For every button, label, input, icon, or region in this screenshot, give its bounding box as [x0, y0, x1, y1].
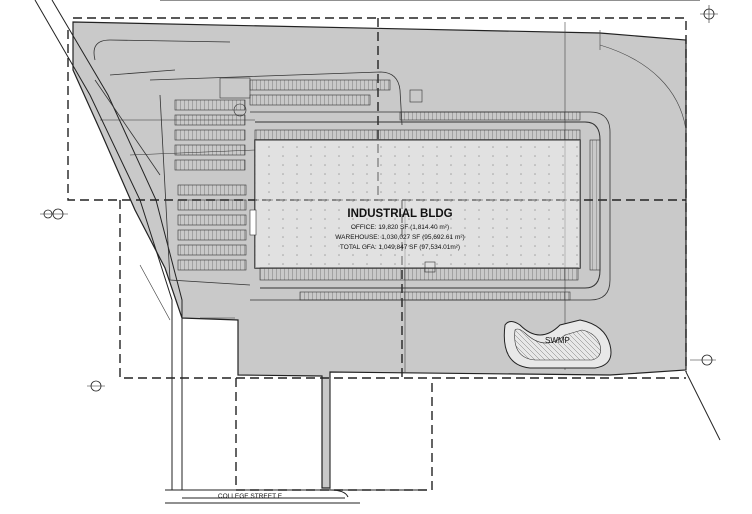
survey-marker-ticks	[40, 5, 718, 387]
loading-dock-south	[259, 267, 579, 281]
utility-marks	[100, 77, 436, 321]
building-fill	[255, 140, 580, 268]
building-office-area: OFFICE: 19,820 SF (1,814.40 m²)	[351, 224, 449, 231]
swm-pond-inner	[514, 328, 601, 361]
college-street	[165, 489, 360, 504]
east-road-edge	[685, 371, 721, 441]
swm-pond-label: SWMP	[545, 336, 570, 345]
building-warehouse-area: WAREHOUSE: 1,030,027 SF (95,692.61 m²)	[335, 234, 464, 241]
building-title: INDUSTRIAL BLDG	[347, 208, 452, 220]
trailer-parking-east	[589, 139, 601, 271]
building-total-gfa: TOTAL GFA: 1,049,847 SF (97,534.01m²)	[340, 244, 460, 251]
truck-drive-aisle-outer	[250, 111, 611, 301]
trailer-parking-south	[299, 291, 571, 301]
trailer-parking-north	[399, 111, 581, 121]
loading-dock-north	[254, 129, 581, 141]
college-street-label: COLLEGE STREET E	[218, 493, 283, 500]
drive-aisles	[93, 39, 403, 286]
